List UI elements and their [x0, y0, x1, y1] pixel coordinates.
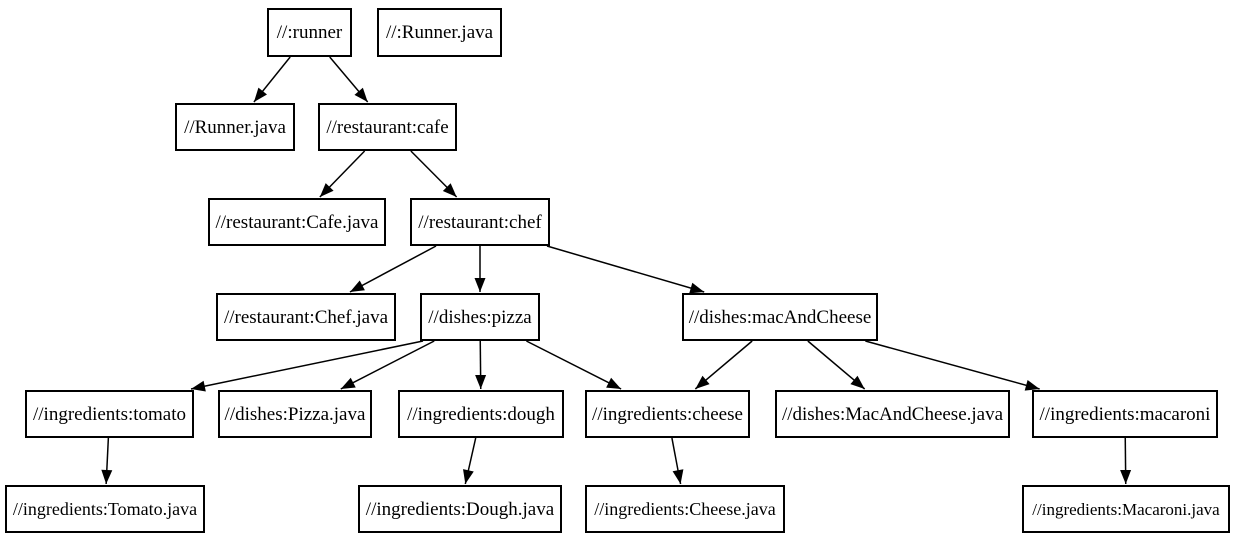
graph-node-label: //dishes:MacAndCheese.java	[781, 403, 1004, 425]
graph-node-dishes-macandcheese: //dishes:macAndCheese	[682, 293, 878, 341]
edge-restaurant-cafe-to-restaurant-chef	[410, 150, 458, 198]
edge-restaurant-cafe-to-restaurant-cafe-java	[319, 150, 366, 198]
graph-node-label: //restaurant:chef	[418, 211, 542, 233]
graph-node-label: //ingredients:Cheese.java	[594, 499, 776, 519]
edge-dishes-pizza-to-dishes-pizza-java	[340, 340, 435, 390]
graph-node-label: //dishes:macAndCheese	[688, 306, 872, 328]
graph-node-runner: //:runner	[267, 8, 352, 57]
edge-dishes-macandcheese-to-ingredients-macaroni	[865, 340, 1040, 391]
graph-node-ingredients-cheese-java: //ingredients:Cheese.java	[585, 485, 785, 533]
edge-ingredients-tomato-to-ingredients-tomato-java	[101, 437, 113, 485]
graph-node-label: //:Runner.java	[385, 22, 494, 43]
graph-node-dishes-macandcheese-java: //dishes:MacAndCheese.java	[775, 390, 1010, 438]
graph-node-ingredients-tomato: //ingredients:tomato	[25, 390, 194, 438]
graph-node-restaurant-cafe-java: //restaurant:Cafe.java	[208, 198, 386, 246]
edge-dishes-macandcheese-to-ingredients-cheese	[694, 340, 753, 390]
graph-node-label: //ingredients:Dough.java	[365, 498, 555, 520]
graph-node-label: //ingredients:tomato	[32, 403, 187, 425]
graph-node-label: //dishes:Pizza.java	[224, 403, 366, 425]
graph-node-restaurant-chef-java: //restaurant:Chef.java	[216, 293, 396, 341]
graph-node-restaurant-chef: //restaurant:chef	[410, 198, 550, 246]
graph-node-ingredients-dough: //ingredients:dough	[398, 390, 564, 438]
graph-node-restaurant-cafe: //restaurant:cafe	[318, 103, 457, 151]
graph-node-runner-java: //Runner.java	[175, 103, 295, 151]
graph-node-label: //restaurant:cafe	[326, 116, 449, 138]
graph-node-label: //ingredients:Macaroni.java	[1032, 499, 1220, 519]
edge-dishes-pizza-to-ingredients-tomato	[190, 340, 424, 392]
graph-node-runner-java-orphan: //:Runner.java	[377, 8, 502, 57]
graph-node-ingredients-dough-java: //ingredients:Dough.java	[358, 485, 562, 533]
edge-ingredients-dough-to-ingredients-dough-java	[463, 437, 477, 485]
graph-node-ingredients-macaroni-java: //ingredients:Macaroni.java	[1022, 485, 1230, 533]
graph-node-ingredients-tomato-java: //ingredients:Tomato.java	[5, 485, 205, 533]
graph-node-label: //:runner	[276, 22, 343, 43]
graph-node-label: //restaurant:Cafe.java	[215, 211, 379, 233]
graph-node-label: //restaurant:Chef.java	[223, 306, 389, 328]
edge-dishes-macandcheese-to-dishes-macandcheese-java	[807, 340, 866, 390]
graph-node-ingredients-macaroni: //ingredients:macaroni	[1032, 390, 1218, 438]
edge-runner-to-runner-java	[253, 56, 291, 103]
edge-restaurant-chef-to-dishes-macandcheese	[546, 245, 705, 294]
graph-node-dishes-pizza: //dishes:pizza	[420, 293, 540, 341]
edge-runner-to-restaurant-cafe	[329, 56, 369, 103]
edge-ingredients-cheese-to-ingredients-cheese-java	[671, 437, 684, 485]
edge-dishes-pizza-to-ingredients-dough	[475, 340, 487, 390]
edge-restaurant-chef-to-restaurant-chef-java	[349, 245, 437, 293]
graph-node-label: //ingredients:Tomato.java	[12, 499, 198, 519]
graph-node-label: //dishes:pizza	[428, 306, 532, 328]
graph-node-label: //Runner.java	[184, 116, 286, 138]
graph-node-dishes-pizza-java: //dishes:Pizza.java	[218, 390, 372, 438]
graph-node-label: //ingredients:dough	[407, 403, 555, 425]
edge-dishes-pizza-to-ingredients-cheese	[526, 340, 622, 390]
graph-node-label: //ingredients:cheese	[592, 403, 743, 425]
graph-node-ingredients-cheese: //ingredients:cheese	[585, 390, 750, 438]
graph-node-label: //ingredients:macaroni	[1039, 403, 1211, 425]
